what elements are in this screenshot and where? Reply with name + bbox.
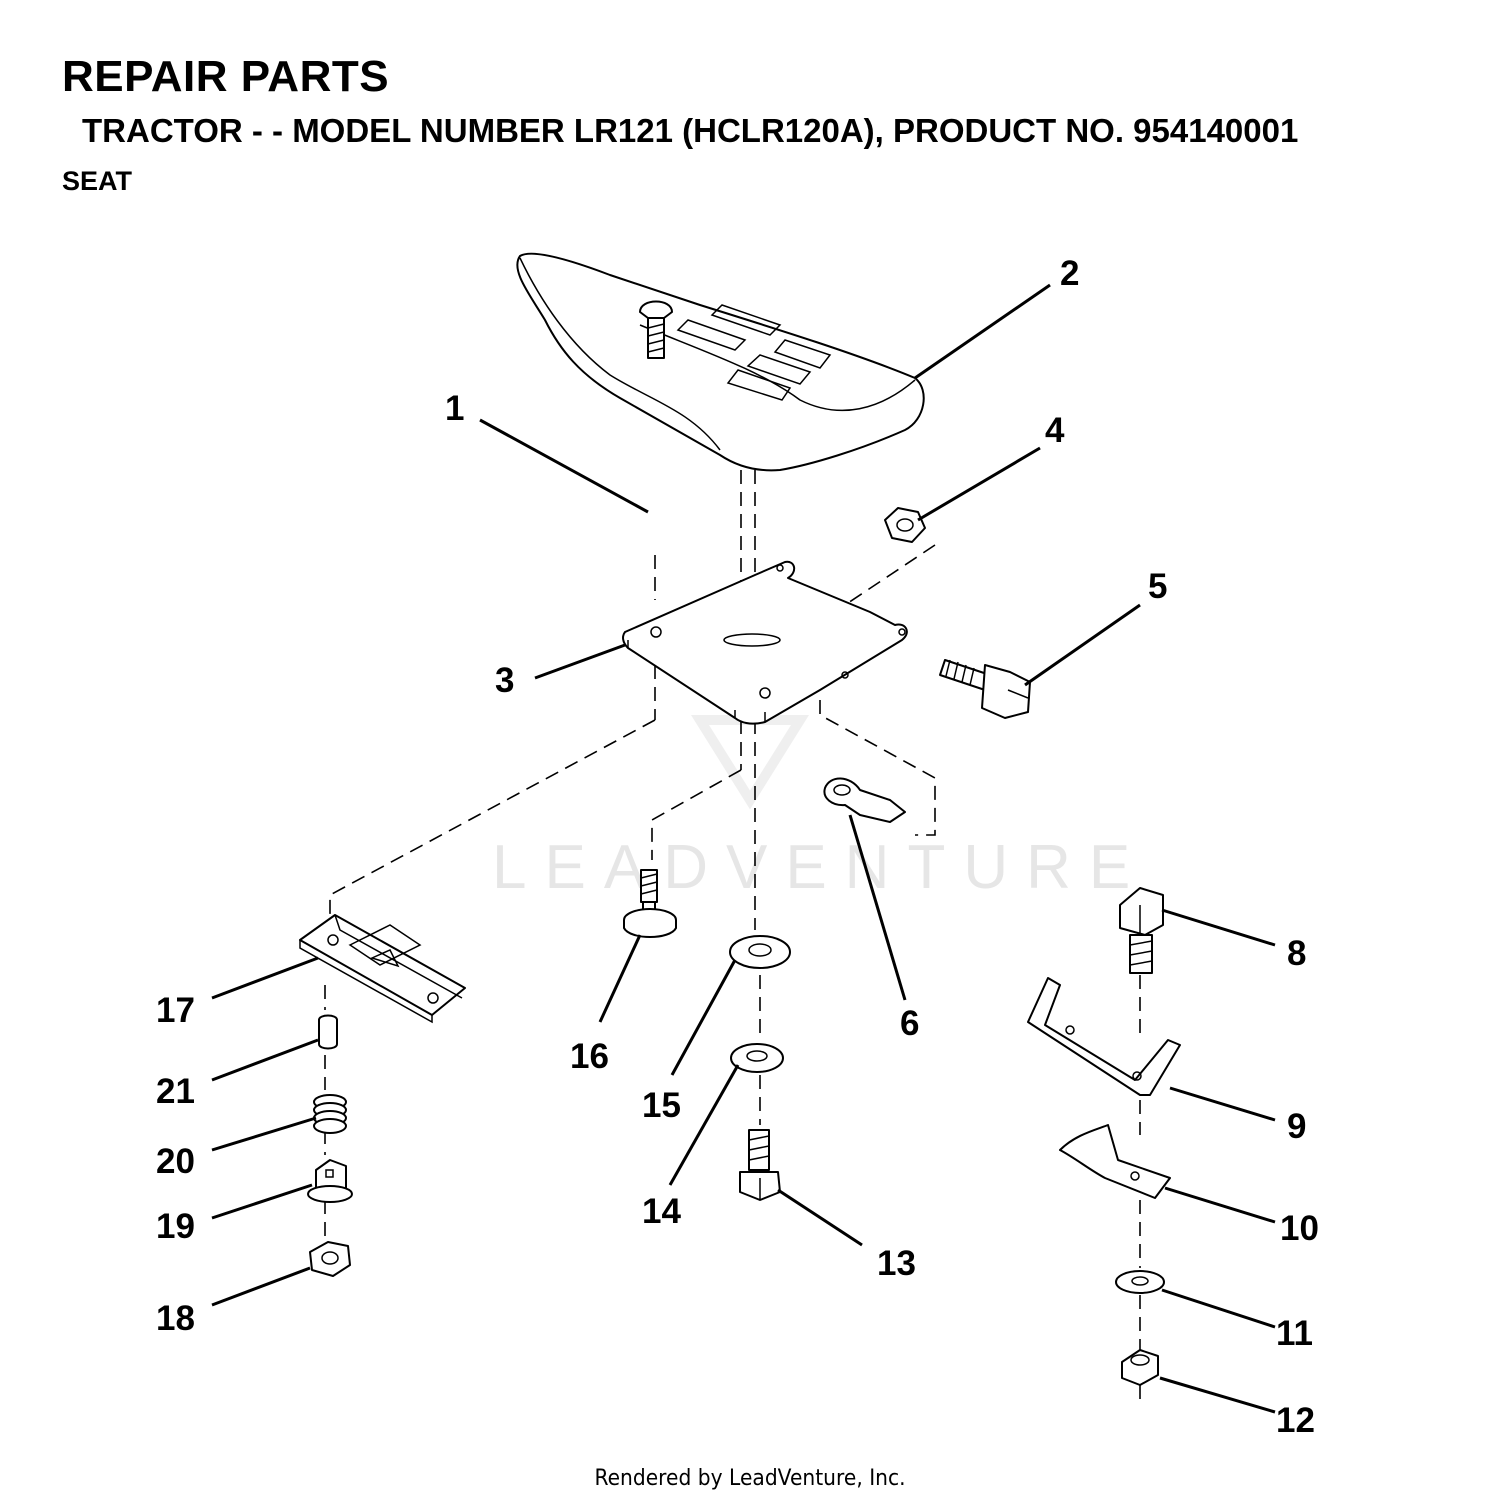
- flat-washer-part[interactable]: [729, 935, 791, 969]
- leader-lines: [211, 283, 1276, 1414]
- model-subtitle: TRACTOR - - MODEL NUMBER LR121 (HCLR120A…: [82, 112, 1299, 149]
- callout-5[interactable]: 5: [1148, 567, 1167, 606]
- bracket-part[interactable]: [1027, 977, 1181, 1096]
- page-title: REPAIR PARTS: [62, 52, 390, 101]
- carriage-bolt-part[interactable]: [639, 300, 673, 359]
- callout-14[interactable]: 14: [642, 1192, 681, 1231]
- hex-bolt-8-part[interactable]: [1119, 887, 1164, 974]
- callout-17[interactable]: 17: [156, 991, 195, 1030]
- section-label: SEAT: [62, 166, 133, 196]
- hex-nut-part[interactable]: [884, 507, 926, 543]
- clamp-plate-part[interactable]: [1059, 1124, 1171, 1199]
- spring-part[interactable]: [313, 1094, 347, 1134]
- callout-18[interactable]: 18: [156, 1299, 195, 1338]
- callout-21[interactable]: 21: [156, 1072, 195, 1111]
- flange-nut-part[interactable]: [309, 1241, 351, 1277]
- watermark-text: LEADVENTURE: [492, 833, 1148, 902]
- hex-bolt-part[interactable]: [939, 659, 1031, 719]
- seat-part[interactable]: [516, 252, 925, 472]
- seat-clip-part[interactable]: [823, 777, 906, 823]
- lock-nut-part[interactable]: [1121, 1349, 1159, 1386]
- callout-6[interactable]: 6: [900, 1004, 919, 1043]
- washer-11-part[interactable]: [1115, 1270, 1165, 1294]
- callout-1[interactable]: 1: [445, 389, 464, 428]
- callout-3[interactable]: 3: [495, 661, 514, 700]
- callout-8[interactable]: 8: [1287, 934, 1306, 973]
- assembly-lines: [324, 470, 1141, 1400]
- callout-19[interactable]: 19: [156, 1207, 195, 1246]
- callout-10[interactable]: 10: [1280, 1209, 1319, 1248]
- shoulder-bolt-part[interactable]: [623, 869, 677, 938]
- callout-12[interactable]: 12: [1276, 1401, 1315, 1440]
- lock-washer-part[interactable]: [730, 1043, 784, 1073]
- callout-13[interactable]: 13: [877, 1244, 916, 1283]
- callout-2[interactable]: 2: [1060, 254, 1079, 293]
- callout-9[interactable]: 9: [1287, 1107, 1306, 1146]
- callout-15[interactable]: 15: [642, 1086, 681, 1125]
- footer-credit: Rendered by LeadVenture, Inc.: [594, 1466, 906, 1491]
- callout-16[interactable]: 16: [570, 1037, 609, 1076]
- hex-bolt-13-part[interactable]: [739, 1129, 781, 1201]
- seat-pan-part[interactable]: [622, 560, 908, 725]
- callout-20[interactable]: 20: [156, 1142, 195, 1181]
- callout-4[interactable]: 4: [1045, 411, 1065, 450]
- latch-plate-part[interactable]: [299, 914, 466, 1024]
- callout-11[interactable]: 11: [1276, 1314, 1313, 1353]
- knob-part[interactable]: [307, 1159, 353, 1203]
- callout-labels: 1 2 3 4 5 6 8 9 10 11 12 13 14 15 16 17 …: [156, 254, 1319, 1440]
- pin-part[interactable]: [318, 1014, 338, 1050]
